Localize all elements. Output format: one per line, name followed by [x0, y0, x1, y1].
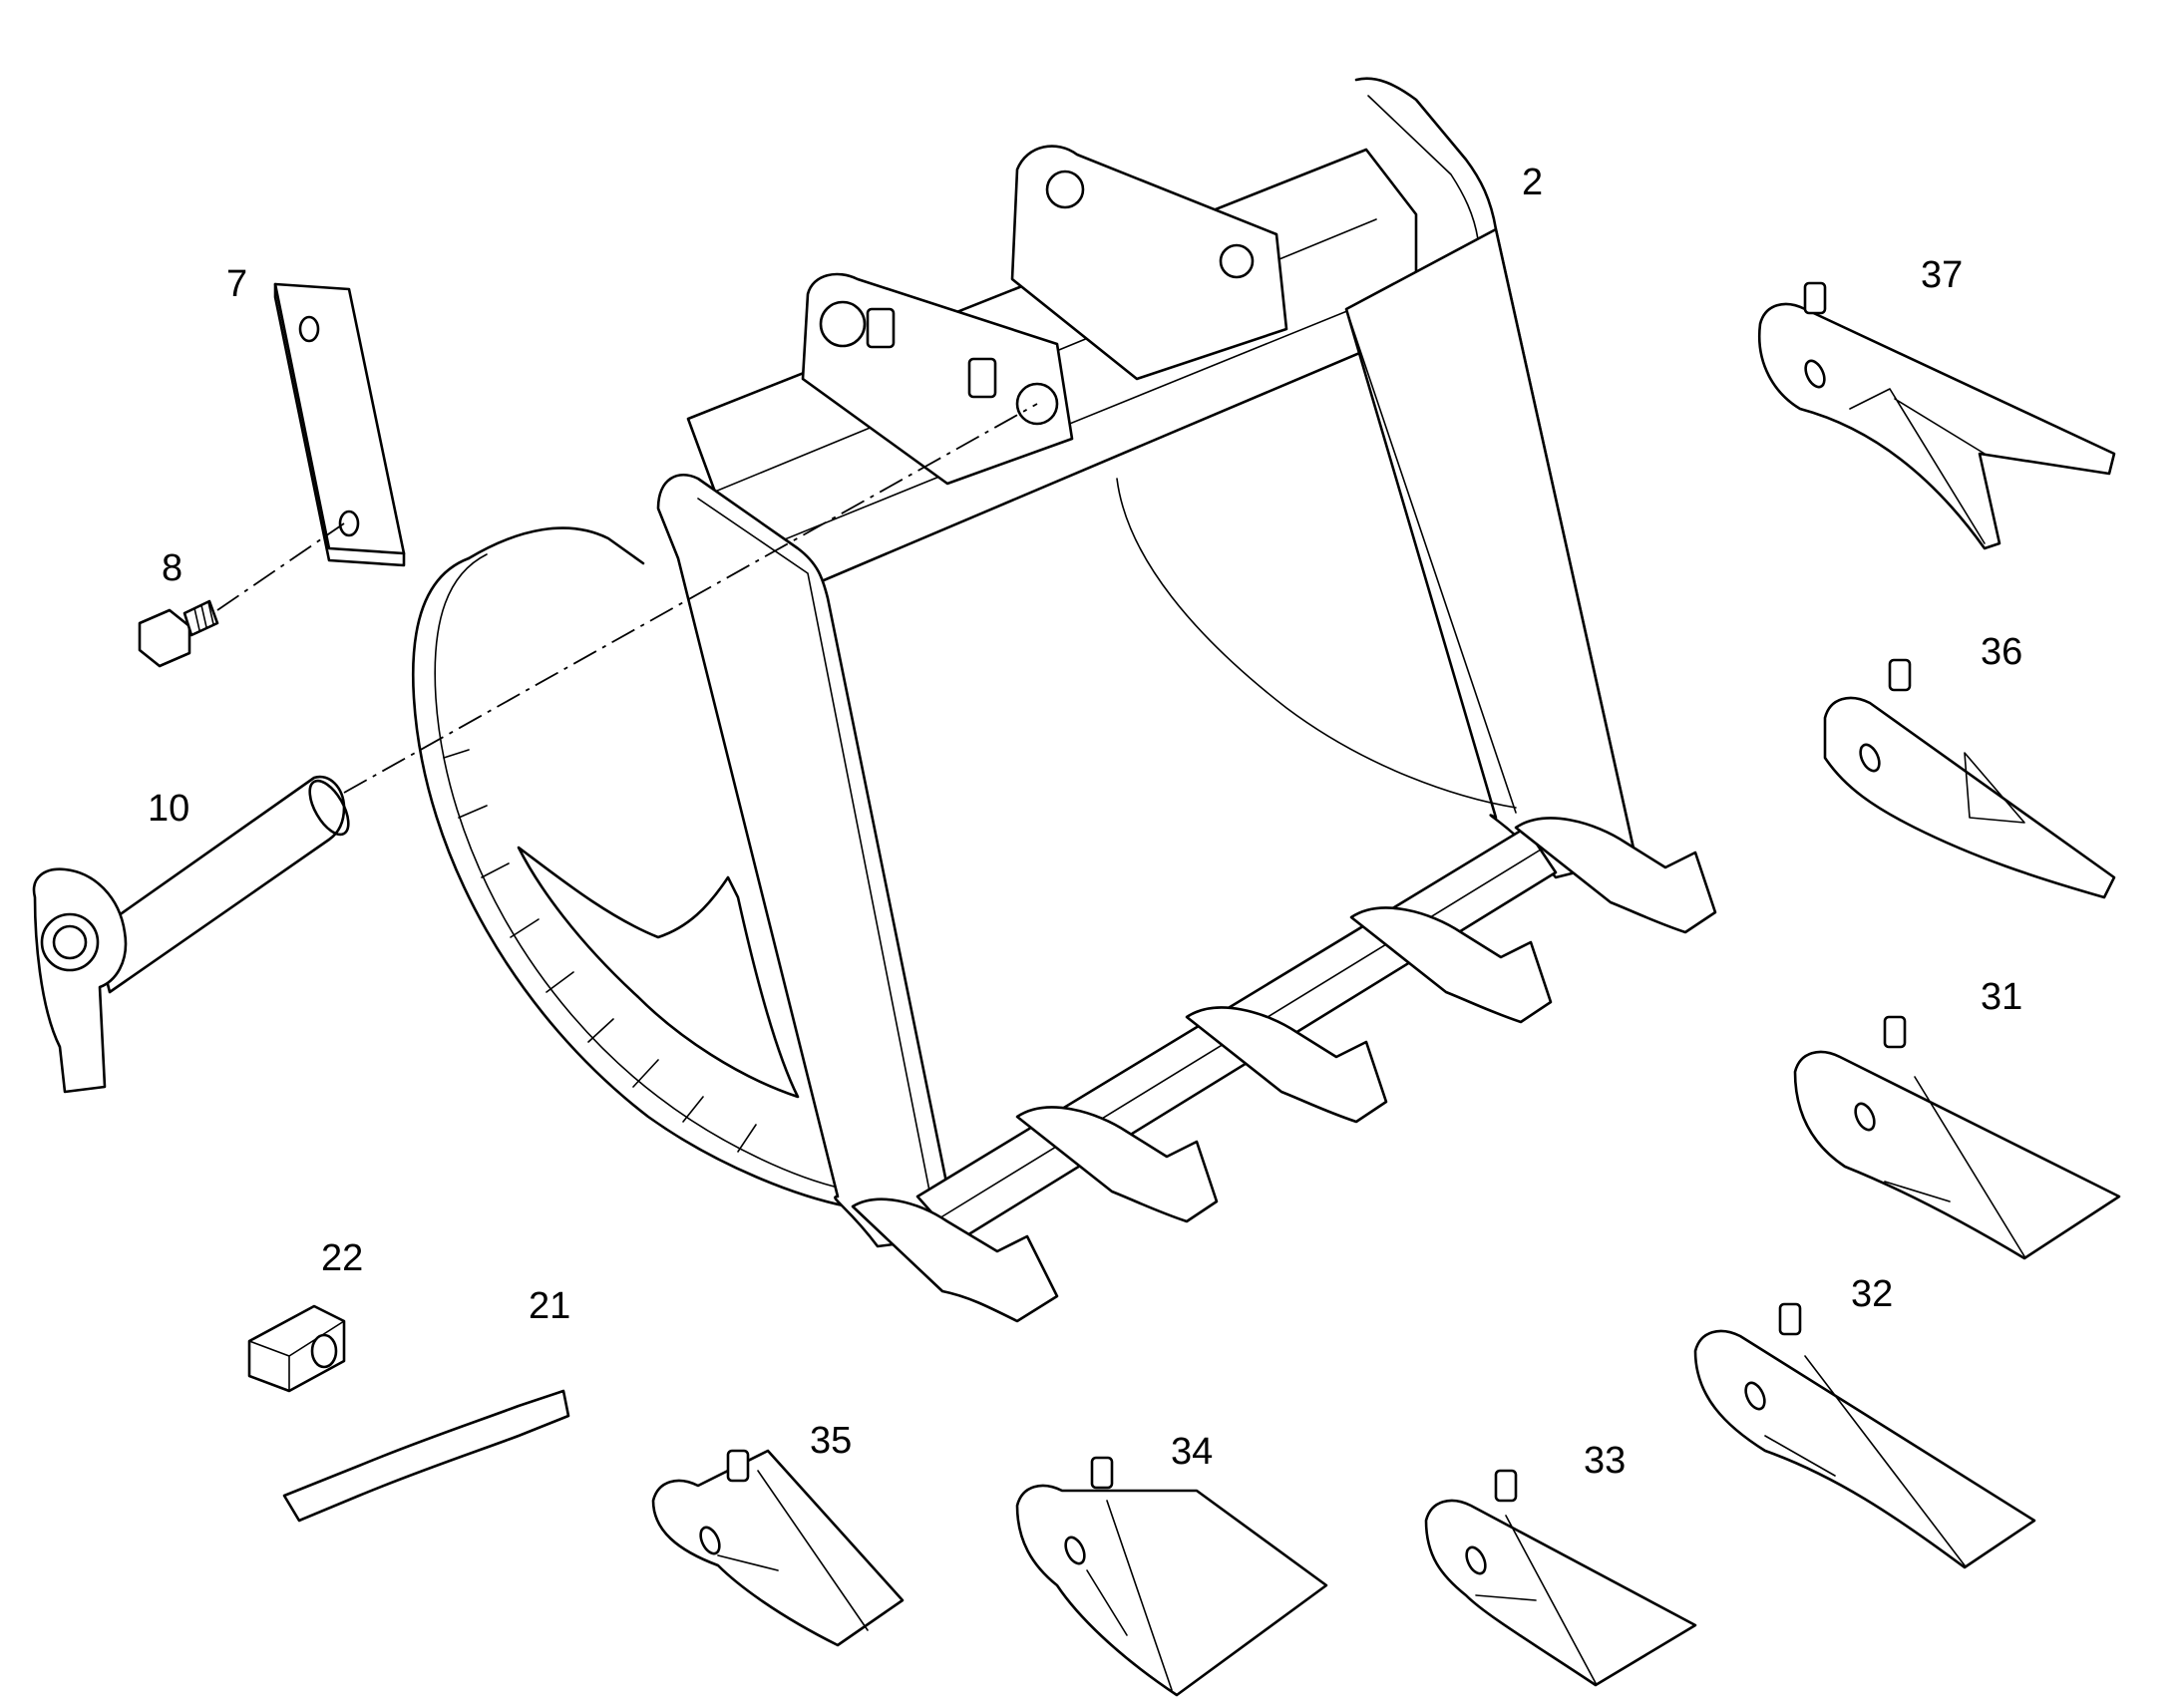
callout-35: 35 — [810, 1420, 852, 1462]
bucket-tooth-adapters — [851, 817, 1717, 1323]
callout-7: 7 — [226, 263, 247, 305]
tooth-tip-31 — [1793, 1015, 2121, 1260]
callout-8: 8 — [162, 547, 182, 589]
callout-10: 10 — [148, 788, 189, 830]
pivot-pin — [32, 775, 350, 1094]
lock-plate — [273, 282, 406, 567]
tooth-tip-33 — [1424, 1469, 1697, 1687]
tooth-tip-36 — [1823, 658, 2116, 899]
callout-22: 22 — [321, 1237, 363, 1279]
axis-line-bolt — [216, 522, 345, 611]
callout-2: 2 — [1522, 162, 1543, 203]
callout-31: 31 — [1981, 976, 2022, 1018]
bolt — [138, 599, 219, 668]
tooth-tip-34 — [1015, 1456, 1328, 1697]
wear-strip — [282, 1389, 570, 1523]
tooth-tip-35 — [651, 1449, 905, 1647]
callout-36: 36 — [1981, 631, 2022, 673]
callout-37: 37 — [1921, 254, 1963, 296]
callout-33: 33 — [1584, 1440, 1626, 1482]
tooth-tip-32 — [1693, 1302, 2036, 1569]
tooth-tip-37 — [1757, 281, 2116, 550]
axis-line-pin — [343, 403, 1038, 794]
retainer-clip — [247, 1304, 346, 1393]
bucket-assembly — [412, 77, 1717, 1323]
callout-32: 32 — [1851, 1273, 1893, 1315]
callout-21: 21 — [529, 1285, 570, 1327]
callout-34: 34 — [1171, 1431, 1213, 1473]
